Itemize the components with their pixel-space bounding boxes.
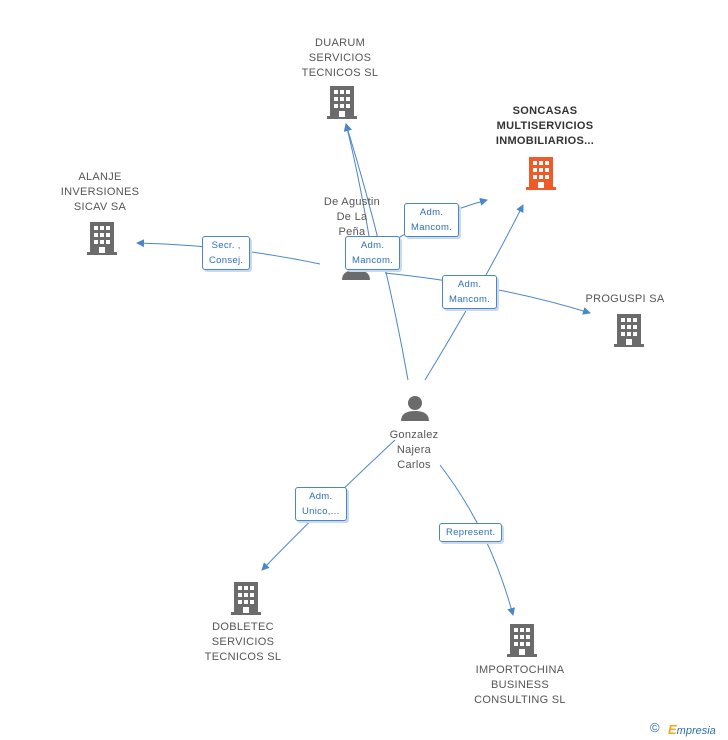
edge-label-adm-unico[interactable]: Adm. Unico,... <box>295 487 347 521</box>
empresia-logo[interactable]: Empresia <box>668 722 716 737</box>
edge-label-adm-mancom[interactable]: Adm. Mancom. <box>442 275 498 309</box>
node-label-importochina[interactable]: IMPORTOCHINA BUSINESS CONSULTING SL <box>474 664 566 706</box>
brand-name: mpresia <box>676 725 716 737</box>
brand-initial: E <box>668 722 677 737</box>
building-icon <box>327 86 357 119</box>
building-icon <box>507 624 537 657</box>
building-icon <box>231 582 261 615</box>
edge-label-adm-mancom[interactable]: Adm. Mancom. <box>404 203 460 237</box>
node-label-soncasas[interactable]: SONCASAS MULTISERVICIOS INMOBILIARIOS... <box>495 105 595 147</box>
building-icon <box>526 157 556 190</box>
node-label-alanje[interactable]: ALANJE INVERSIONES SICAV SA <box>60 171 140 213</box>
person-icon <box>401 396 429 421</box>
building-icon <box>87 222 117 255</box>
node-label-duarum[interactable]: DUARUM SERVICIOS TECNICOS SL <box>301 37 379 79</box>
building-icon <box>614 314 644 347</box>
node-label-deagustin[interactable]: De Agustin De La Peña <box>323 196 381 238</box>
edge-label-represent[interactable]: Represent. <box>439 523 503 542</box>
node-label-dobletec[interactable]: DOBLETEC SERVICIOS TECNICOS SL <box>204 621 282 663</box>
copyright-symbol: © <box>650 720 660 735</box>
edge-label-adm-mancom[interactable]: Adm. Mancom. <box>345 236 401 270</box>
node-label-gonzalez[interactable]: Gonzalez Najera Carlos <box>389 429 439 471</box>
node-label-progusp[interactable]: PROGUSPI SA <box>585 293 665 305</box>
edge-label-secr-consej[interactable]: Secr. , Consej. <box>202 236 251 270</box>
